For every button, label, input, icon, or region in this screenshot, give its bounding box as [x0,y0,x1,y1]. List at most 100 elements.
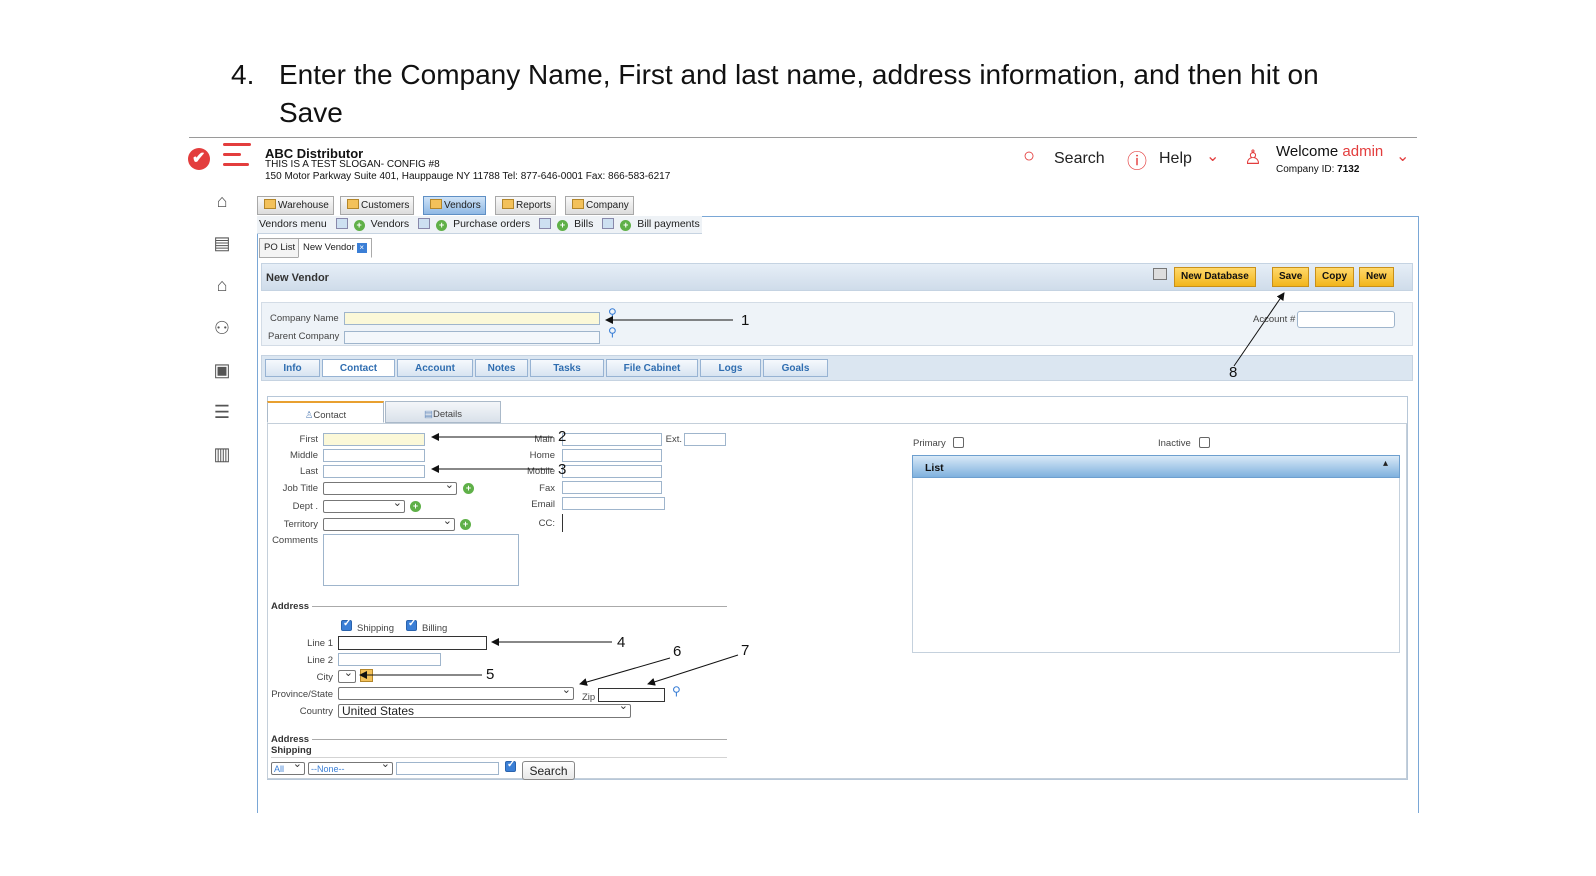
tab-new-vendor[interactable]: New Vendor× [298,238,372,258]
search-icon[interactable]: ○ [1023,145,1036,167]
inactive-checkbox[interactable] [1199,437,1210,448]
territory-select[interactable] [323,514,455,531]
dept-select[interactable] [323,496,405,513]
zip-lookup-icon[interactable]: ⚲ [672,684,681,698]
add-icon[interactable]: + [436,220,448,231]
tab-notes[interactable]: Notes [475,359,528,377]
line2-input[interactable] [338,653,441,666]
vendors-link[interactable]: Vendors [370,218,410,230]
new-button[interactable]: New [1359,267,1394,287]
account-chevron-down-icon[interactable]: ⌄ [1396,148,1410,165]
username[interactable]: admin [1342,143,1384,160]
account-input[interactable] [1297,311,1395,328]
copy-button[interactable]: Copy [1315,267,1354,287]
primary-checkbox[interactable] [953,437,964,448]
tab-customers[interactable]: Customers [340,196,415,215]
bills-link[interactable]: Bills [574,218,594,230]
instruction-number: 4. [231,59,255,90]
job-title-select[interactable] [323,478,457,495]
close-icon[interactable]: × [356,243,367,253]
tab-warehouse[interactable]: Warehouse [257,196,334,215]
bill-payments-link[interactable]: Bill payments [637,218,700,230]
dept-label: Dept . [292,501,318,512]
line2-label: Line 2 [307,655,333,666]
info-icon[interactable]: ⓘ [1127,151,1147,173]
add-icon[interactable]: + [620,220,632,231]
email-input[interactable] [562,497,665,510]
add-job-title-icon[interactable]: + [463,483,474,494]
warehouse-icon[interactable]: ⌂ [216,275,228,295]
middle-name-input[interactable] [323,449,425,462]
parent-company-input[interactable] [344,331,600,344]
annotation-4: 4 [617,634,626,651]
tab-info[interactable]: Info [265,359,320,377]
company-name-input[interactable] [344,312,600,325]
province-select[interactable] [338,683,574,700]
shipping-search-button[interactable]: Search [522,761,575,780]
tab-company[interactable]: Company [565,196,634,215]
help-link[interactable]: Help [1159,150,1192,167]
add-icon[interactable]: + [557,220,569,231]
tab-logs[interactable]: Logs [700,359,761,377]
home-phone-input[interactable] [562,449,662,462]
home-icon[interactable]: ⌂ [216,191,228,211]
address-section-label: Address [271,601,310,612]
zip-input[interactable] [598,688,665,702]
ext-input[interactable] [684,433,726,446]
users-icon[interactable]: ⚇ [213,318,231,338]
new-database-button[interactable]: New Database [1174,267,1256,287]
cc-input[interactable] [562,514,563,532]
tab-file-cabinet[interactable]: File Cabinet [606,359,698,377]
archive-icon[interactable]: ☰ [213,402,231,422]
add-dept-icon[interactable]: + [410,501,421,512]
filter-all-select[interactable]: All [271,758,305,775]
save-button[interactable]: Save [1272,267,1310,287]
add-territory-icon[interactable]: + [460,519,471,530]
tab-account[interactable]: Account [397,359,473,377]
tab-reports[interactable]: Reports [495,196,557,215]
parent-lookup-icon[interactable]: ⚲ [608,325,617,339]
menu-icon[interactable] [223,143,251,169]
billing-checkbox[interactable] [406,618,417,631]
country-select[interactable]: United States [338,700,631,718]
company-lookup-icon[interactable]: ⚲ [608,306,617,320]
subtab-details[interactable]: ▤Details [385,401,501,423]
vendors-menu-link[interactable]: Vendors menu [259,218,327,230]
line1-input[interactable] [338,636,487,650]
last-name-input[interactable] [323,465,425,478]
chevron-down-icon[interactable]: ⌄ [1206,148,1220,165]
company-id: Company ID: 7132 [1276,164,1359,175]
shipping-checkbox[interactable] [341,618,352,631]
tab-vendors[interactable]: Vendors [423,196,486,215]
purchase-orders-link[interactable]: Purchase orders [453,218,531,230]
main-phone-input[interactable] [562,433,662,446]
annotation-8: 8 [1229,364,1238,381]
print-icon[interactable] [1153,268,1167,280]
briefcase-icon[interactable]: ▣ [213,360,231,380]
shipping-search-input[interactable] [396,762,499,775]
search-link[interactable]: Search [1054,150,1105,167]
subtab-contact[interactable]: ♙Contact [267,401,384,423]
shipping-divider-2 [271,757,727,758]
add-icon[interactable]: + [353,220,365,231]
tab-tasks[interactable]: Tasks [530,359,604,377]
building-icon[interactable]: ▥ [213,444,231,464]
tab-goals[interactable]: Goals [763,359,828,377]
contact-person-icon: ♙ [304,410,314,421]
billing-label: Billing [422,623,448,634]
annotation-3: 3 [558,461,567,478]
shipping-search-checkbox[interactable] [505,759,516,772]
filter-none-select[interactable]: --None-- [308,758,393,775]
tab-contact[interactable]: Contact [322,359,395,377]
arrow-8 [1233,292,1285,367]
mobile-label: Mobile [527,466,555,477]
documents-icon[interactable]: ▤ [213,233,231,253]
comments-textarea[interactable] [323,534,519,586]
company-id-label: Company ID: [1276,164,1335,175]
fax-input[interactable] [562,481,662,494]
mobile-phone-input[interactable] [562,465,662,478]
first-name-input[interactable] [323,433,425,446]
city-select[interactable] [338,666,356,683]
collapse-icon[interactable]: ▴ [1383,458,1389,469]
annotation-5: 5 [486,666,495,683]
